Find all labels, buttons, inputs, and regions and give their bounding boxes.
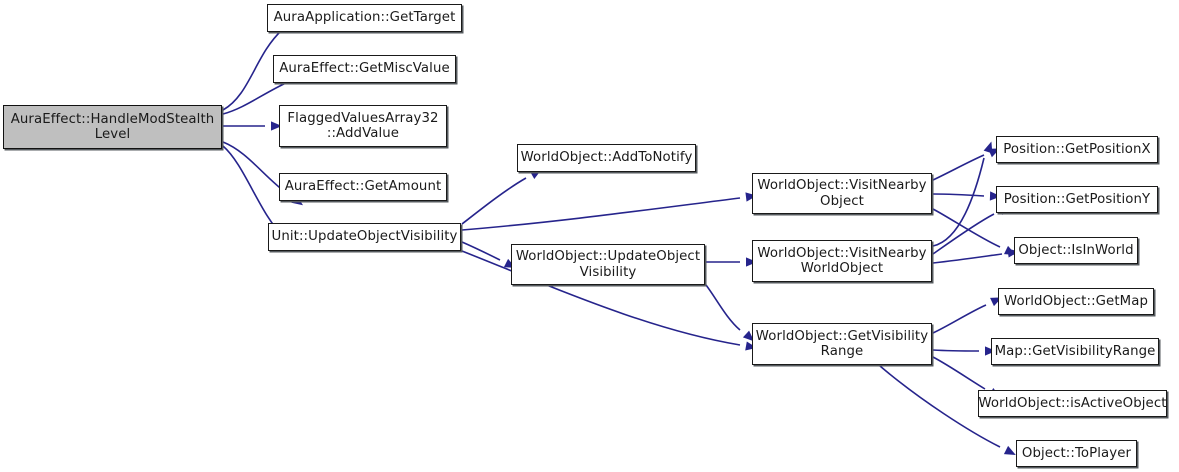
node-root: AuraEffect::HandleModStealth Level <box>3 105 222 149</box>
node-add-to-notify[interactable]: WorldObject::AddToNotify <box>517 144 696 172</box>
node-label: AuraEffect::GetMiscValue <box>279 61 450 77</box>
node-add-value[interactable]: FlaggedValuesArray32 ::AddValue <box>279 105 447 147</box>
node-visit-nearby-obj[interactable]: WorldObject::VisitNearby Object <box>752 173 932 214</box>
node-label: WorldObject::GetMap <box>1003 293 1149 309</box>
node-label: WorldObject::isActiveObject <box>978 395 1167 411</box>
node-label: FlaggedValuesArray32 ::AddValue <box>287 110 439 142</box>
edge-getVisRange-to-getMap <box>932 304 987 334</box>
edge-getVisRange-to-mapGetVisRange <box>932 349 980 352</box>
node-label: Position::GetPositionY <box>1003 191 1151 207</box>
node-is-active-object[interactable]: WorldObject::isActiveObject <box>978 390 1167 417</box>
node-wo-update-vis[interactable]: WorldObject::UpdateObject Visibility <box>511 244 705 285</box>
node-label: AuraEffect::GetAmount <box>284 179 442 195</box>
node-label: WorldObject::AddToNotify <box>520 150 693 166</box>
node-label: WorldObject::UpdateObject Visibility <box>515 249 701 280</box>
node-label: WorldObject::VisitNearby Object <box>757 178 927 209</box>
node-label: WorldObject::VisitNearby WorldObject <box>757 245 927 277</box>
node-label: WorldObject::GetVisibility Range <box>755 328 929 360</box>
edge-unitUpdateVis-to-visitNearbyObj <box>461 197 741 231</box>
node-get-pos-x[interactable]: Position::GetPositionX <box>996 136 1158 163</box>
arrowhead-visitNearbyWO-to-getPosX <box>983 141 993 154</box>
node-label: Position::GetPositionX <box>1003 141 1151 157</box>
node-get-pos-y[interactable]: Position::GetPositionY <box>996 186 1158 213</box>
edge-visitNearbyObj-to-getPosY <box>932 193 985 197</box>
node-get-target[interactable]: AuraApplication::GetTarget <box>267 4 462 32</box>
node-get-amount[interactable]: AuraEffect::GetAmount <box>279 173 447 201</box>
edge-visitNearbyObj-to-getPosX <box>932 154 985 181</box>
node-is-in-world[interactable]: Object::IsInWorld <box>1014 237 1138 264</box>
node-label: AuraApplication::GetTarget <box>273 10 456 26</box>
edge-getVisRange-to-isActiveObject <box>932 356 986 390</box>
node-unit-update-vis[interactable]: Unit::UpdateObjectVisibility <box>268 223 461 251</box>
node-visit-nearby-wo[interactable]: WorldObject::VisitNearby WorldObject <box>752 240 932 282</box>
edge-visitNearbyObj-to-isInWorld <box>932 208 1001 248</box>
node-label: Map::GetVisibilityRange <box>994 343 1156 359</box>
edge-unitUpdateVis-to-addToNotify <box>461 177 527 225</box>
node-to-player[interactable]: Object::ToPlayer <box>1016 440 1137 467</box>
node-get-vis-range[interactable]: WorldObject::GetVisibility Range <box>752 323 932 365</box>
edge-visitNearbyWO-to-getPosX <box>932 157 985 247</box>
edge-visitNearbyWO-to-isInWorld <box>932 253 1003 264</box>
node-label: AuraEffect::HandleModStealth Level <box>10 111 215 143</box>
node-label: Object::ToPlayer <box>1021 445 1132 461</box>
node-label: Unit::UpdateObjectVisibility <box>271 229 458 245</box>
node-get-map[interactable]: WorldObject::GetMap <box>998 288 1154 315</box>
node-map-get-vis-range[interactable]: Map::GetVisibilityRange <box>991 338 1159 365</box>
edge-unitUpdateVis-to-woUpdateVis <box>461 241 501 261</box>
edge-woUpdateVis-to-getVisRange <box>705 284 741 331</box>
node-label: Object::IsInWorld <box>1018 242 1134 258</box>
edge-visitNearbyWO-to-getPosY <box>932 213 995 255</box>
node-get-misc-value[interactable]: AuraEffect::GetMiscValue <box>273 55 456 83</box>
